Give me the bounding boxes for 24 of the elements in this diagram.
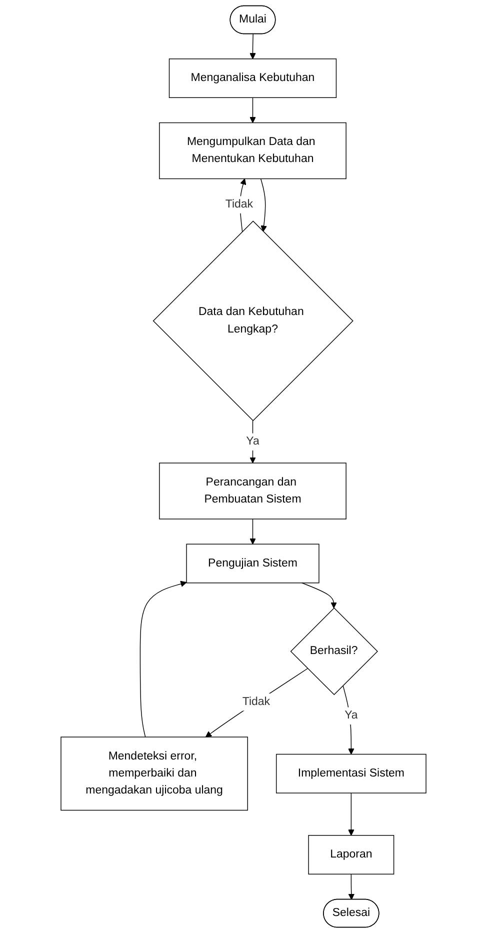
edge-label: Ya bbox=[246, 435, 260, 448]
arrow bbox=[205, 668, 308, 738]
edge-label: Tidak bbox=[225, 198, 254, 211]
arrow bbox=[250, 97, 256, 124]
node-box: Menganalisa Kebutuhan bbox=[168, 58, 337, 98]
arrow bbox=[302, 582, 337, 608]
node-box: Mendeteksi error, memperbaiki dan mengadakan ujicoba ulang bbox=[60, 736, 248, 811]
arrow bbox=[260, 178, 267, 232]
node-diamond: Data dan Kebutuhan Lengkap? bbox=[152, 220, 354, 422]
arrow bbox=[250, 518, 256, 544]
arrow bbox=[348, 792, 354, 836]
node-box: Mengumpulkan Data dan Menentukan Kebutuhan bbox=[159, 122, 346, 180]
arrow bbox=[250, 34, 256, 60]
node-diamond: Berhasil? bbox=[290, 608, 378, 696]
node-box: Implementasi Sistem bbox=[276, 754, 426, 794]
node-box: Perancangan dan Pembuatan Sistem bbox=[159, 462, 346, 520]
node-box: Laporan bbox=[308, 835, 394, 874]
node-box: Pengujian Sistem bbox=[186, 544, 320, 584]
edge-label: Ya bbox=[344, 709, 358, 722]
arrow bbox=[342, 685, 354, 755]
arrow bbox=[348, 874, 355, 900]
arrow bbox=[250, 420, 256, 464]
edge-label: Tidak bbox=[242, 696, 270, 708]
arrow bbox=[140, 580, 187, 738]
